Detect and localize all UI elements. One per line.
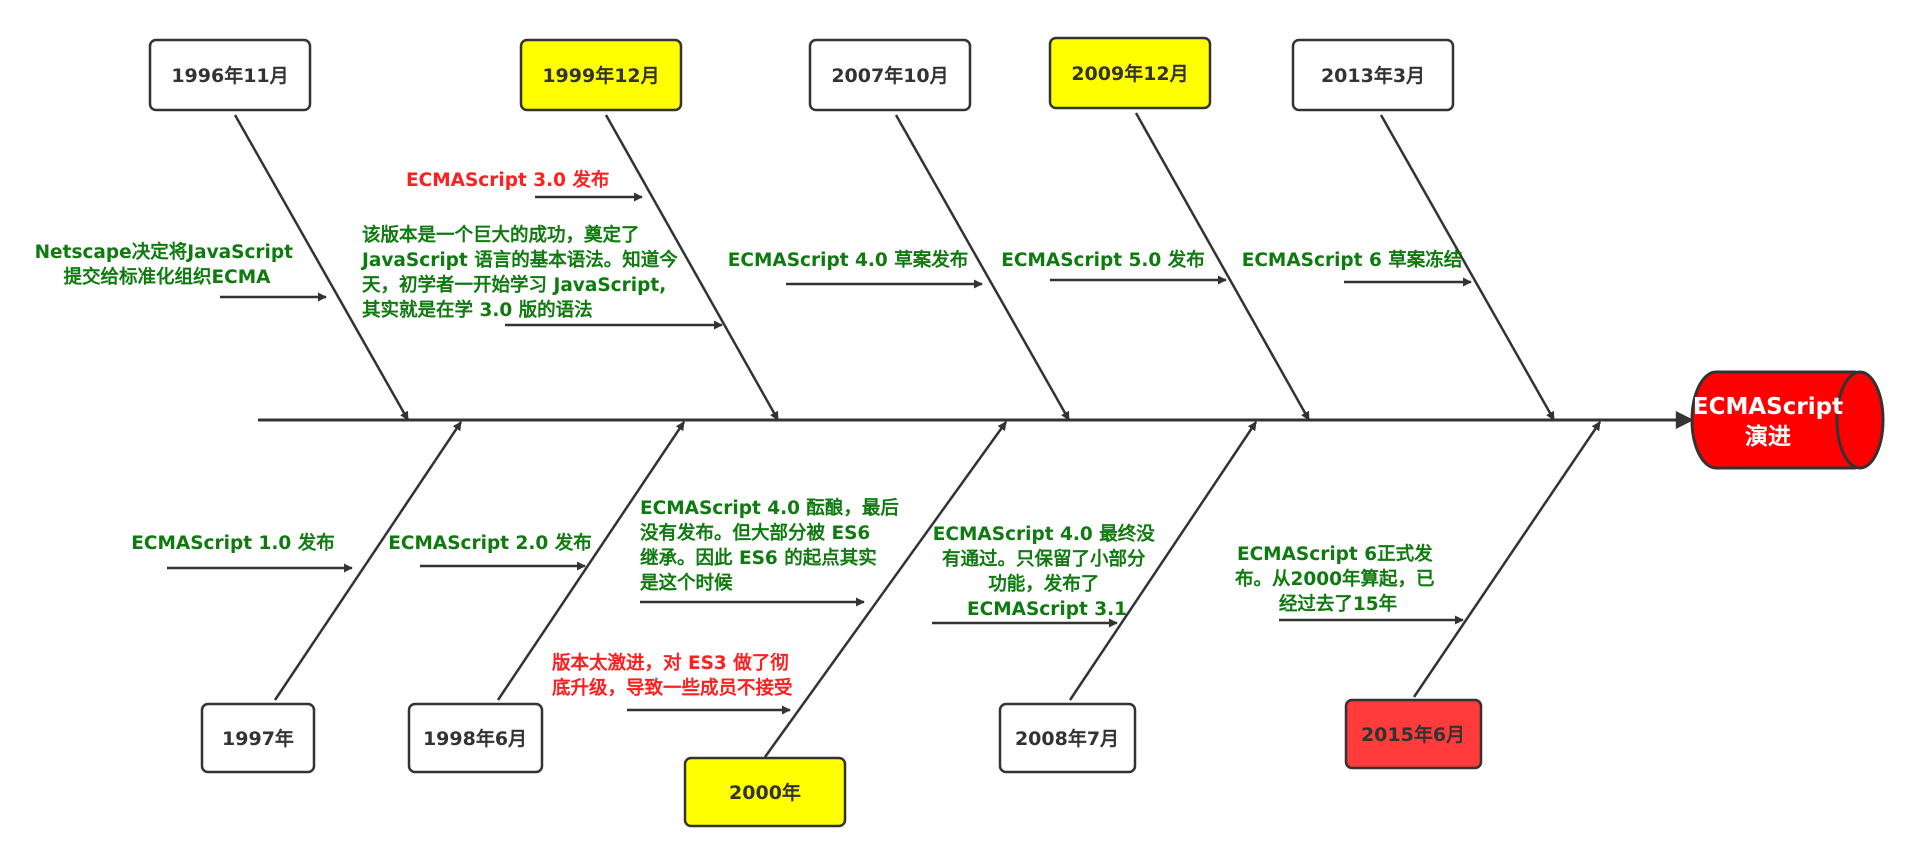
date-label: 2000年 <box>729 781 801 804</box>
date-box-bottom-2015: 2015年6月 <box>1344 698 1483 770</box>
rib-top-2007 <box>894 114 1071 421</box>
date-label: 2008年7月 <box>1015 727 1119 750</box>
date-box-top-2013: 2013年3月 <box>1291 38 1455 112</box>
date-label: 2007年10月 <box>831 64 948 87</box>
note-es4-draft: ECMAScript 4.0 草案发布 <box>728 249 968 271</box>
date-label: 2015年6月 <box>1361 723 1465 746</box>
date-label: 2009年12月 <box>1071 62 1188 85</box>
date-label: 1998年6月 <box>423 727 527 750</box>
note-es4-brewing: ECMAScript 4.0 酝酿，最后 没有发布。但大部分被 ES6 继承。因… <box>640 497 905 594</box>
note-es3-desc: 该版本是一个巨大的成功，奠定了 JavaScript 语言的基本语法。知道今 天… <box>360 224 684 321</box>
note-es2-release: ECMAScript 2.0 发布 <box>388 532 591 554</box>
date-box-bottom-1998: 1998年6月 <box>407 702 544 774</box>
note-es5-release: ECMAScript 5.0 发布 <box>1001 249 1204 271</box>
note-netscape: Netscape决定将JavaScript 提交给标准化组织ECMA <box>35 241 300 288</box>
date-box-top-1999: 1999年12月 <box>519 38 683 112</box>
date-box-top-1996: 1996年11月 <box>148 38 312 112</box>
date-box-top-2009: 2009年12月 <box>1048 36 1212 110</box>
rib-top-2013 <box>1379 114 1556 421</box>
date-box-bottom-2000: 2000年 <box>683 756 847 828</box>
date-label: 1996年11月 <box>171 64 288 87</box>
date-box-top-2007: 2007年10月 <box>808 38 972 112</box>
note-es4-final: ECMAScript 4.0 最终没 有通过。只保留了小部分 功能，发布了 EC… <box>933 523 1161 620</box>
rib-top-1996 <box>233 114 410 421</box>
note-radical: 版本太激进，对 ES3 做了彻 底升级，导致一些成员不接受 <box>552 652 795 699</box>
date-box-bottom-1997: 1997年 <box>200 702 316 774</box>
rib-bottom-2008 <box>1068 421 1258 701</box>
head-label-line-2: 演进 <box>1745 423 1791 450</box>
rib-bottom-2015 <box>1412 421 1602 698</box>
rib-bottom-2000 <box>763 421 1008 758</box>
note-es6-release: ECMAScript 6正式发 布。从2000年算起，已 经过去了15年 <box>1235 543 1441 615</box>
date-label: 1997年 <box>222 727 294 750</box>
rib-bottom-1998 <box>496 421 686 701</box>
date-label: 2013年3月 <box>1321 64 1425 87</box>
head-label-line-1: ECMAScript <box>1693 394 1843 420</box>
rib-bottom-1997 <box>273 421 463 701</box>
date-label: 1999年12月 <box>542 64 659 87</box>
date-box-bottom-2008: 2008年7月 <box>998 702 1137 774</box>
rib-top-2009 <box>1134 112 1311 421</box>
note-es3-release: ECMAScript 3.0 发布 <box>406 169 609 191</box>
note-es1-release: ECMAScript 1.0 发布 <box>131 532 334 554</box>
rib-top-1999 <box>604 114 780 421</box>
note-es6-freeze: ECMAScript 6 草案冻结 <box>1242 249 1463 271</box>
head-cylinder: ECMAScript 演进 <box>1690 370 1885 470</box>
